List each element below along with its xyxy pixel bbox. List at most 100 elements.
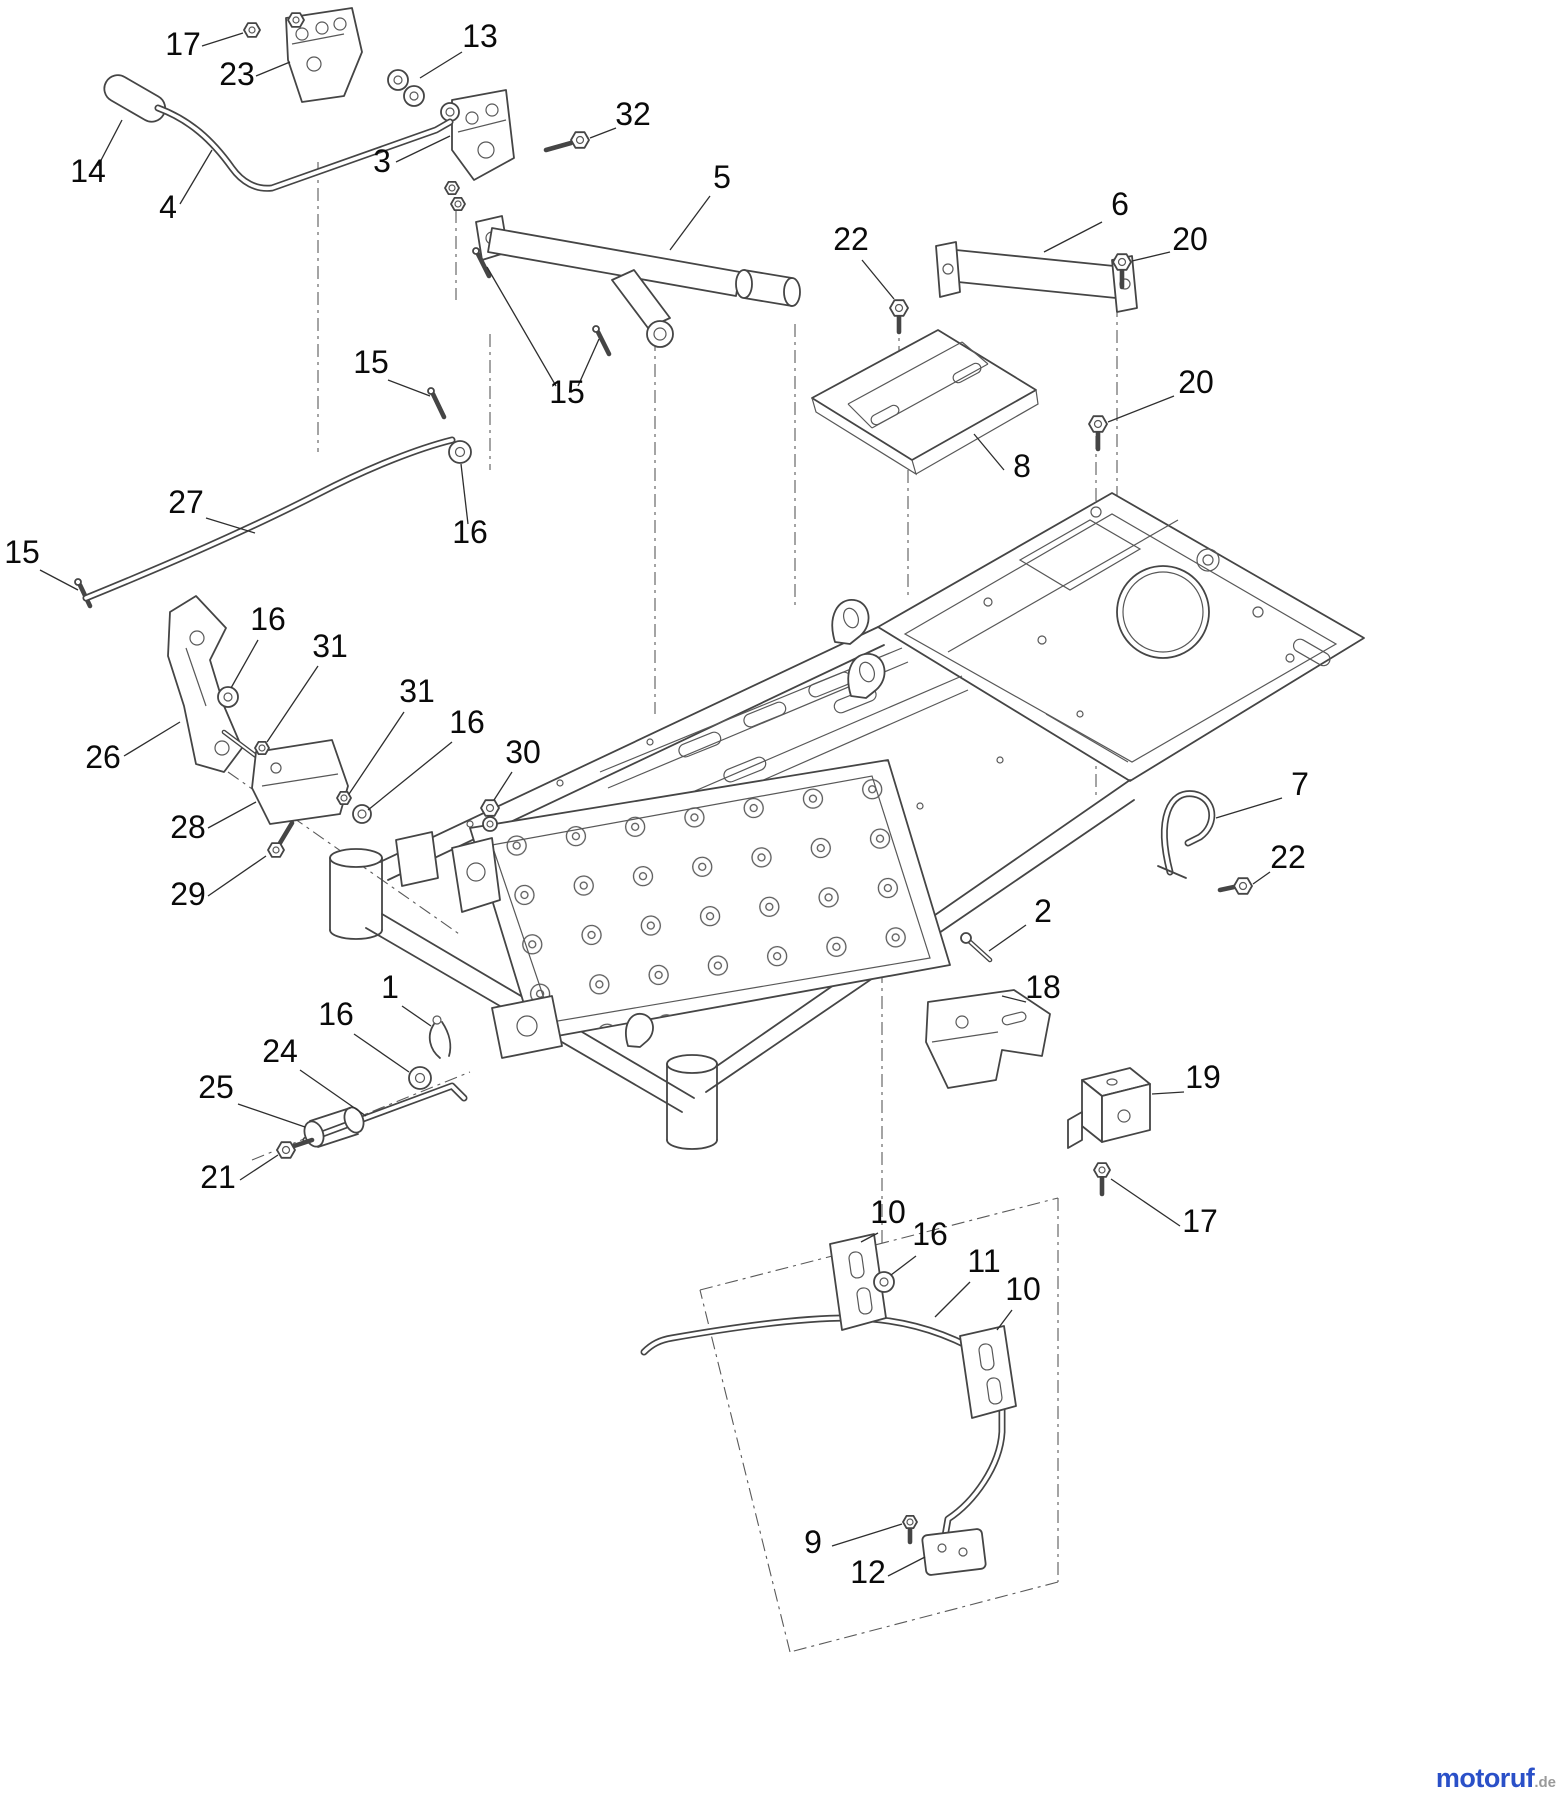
part-mount-plate-8 [811, 329, 1039, 476]
callout-leader-16 [367, 741, 453, 811]
part-washer-16-bottom [873, 1271, 895, 1293]
callout-label-18: 18 [1025, 969, 1061, 1005]
callout-label-1: 1 [381, 969, 399, 1005]
callout-label-11: 11 [967, 1243, 1000, 1279]
callout-label-32: 32 [615, 96, 651, 132]
part-pivot-bracket-5 [475, 215, 801, 348]
part-bracket-3 [440, 89, 515, 212]
callout-leader-24 [299, 1069, 367, 1117]
part-bracket-23 [285, 7, 363, 103]
callout-leader-31 [266, 665, 319, 743]
part-bracket-6 [935, 241, 1138, 313]
callout-label-23: 23 [219, 56, 255, 92]
callout-label-27: 27 [168, 484, 204, 520]
callout-leader-15 [486, 266, 557, 387]
left-caster-tube [329, 848, 383, 868]
callout-label-21: 21 [200, 1159, 236, 1195]
part-bracket-18 [925, 989, 1051, 1089]
part-bolt-17-right [1093, 1162, 1111, 1197]
exploded-parts [74, 7, 1253, 1576]
callout-leader-5 [669, 195, 711, 251]
callout-leader-3 [395, 135, 451, 163]
part-block-12 [921, 1528, 987, 1576]
callout-label-29: 29 [170, 876, 206, 912]
part-bracket-10-left [829, 1233, 887, 1331]
callout-label-22: 22 [833, 221, 869, 257]
part-bolt-21 [276, 1137, 315, 1159]
callout-leader-16 [353, 1033, 410, 1073]
callout-leader-6 [1043, 221, 1103, 253]
callout-label-25: 25 [198, 1069, 234, 1105]
callout-label-15: 15 [353, 344, 389, 380]
callout-label-20: 20 [1178, 364, 1214, 400]
callout-label-5: 5 [713, 159, 731, 195]
part-bracket-19 [1067, 1067, 1151, 1149]
callout-leader-4 [179, 149, 213, 205]
callout-leader-16 [460, 463, 469, 525]
callout-leader-9 [831, 1523, 903, 1547]
watermark-brand: motoruf [1435, 1763, 1535, 1793]
callout-label-13: 13 [462, 18, 498, 54]
callout-leader-17 [201, 32, 244, 47]
callout-label-14: 14 [70, 153, 106, 189]
callout-leader-20 [1131, 251, 1171, 262]
part-bolt-20-mid [1088, 415, 1108, 452]
part-bracket-10-right [959, 1325, 1017, 1419]
callout-leader-1 [401, 1005, 432, 1027]
callout-leader-23 [255, 61, 291, 77]
callout-leader-31 [348, 711, 405, 795]
part-rod-24 [302, 1082, 468, 1148]
callout-label-16: 16 [250, 601, 286, 637]
frame-hook [831, 599, 870, 645]
callout-label-22: 22 [1270, 839, 1306, 875]
part-brake-shaft-11 [640, 1314, 1006, 1546]
callout-label-16: 16 [912, 1216, 948, 1252]
part-handle-grip-14 [103, 74, 167, 123]
callout-leader-22 [1252, 871, 1271, 885]
callout-label-10: 10 [870, 1194, 906, 1230]
callout-leader-21 [239, 1154, 279, 1181]
callout-leader-29 [207, 855, 267, 897]
callout-label-8: 8 [1013, 448, 1031, 484]
callout-label-31: 31 [312, 628, 348, 664]
callout-label-30: 30 [505, 734, 541, 770]
callout-label-24: 24 [262, 1033, 298, 1069]
part-bolt-20-top [1112, 253, 1132, 290]
frame-hook [847, 653, 886, 699]
callout-label-17: 17 [165, 26, 201, 62]
callout-leader-7 [1215, 797, 1283, 819]
callout-leader-16 [890, 1255, 917, 1276]
part-washers-13 [387, 69, 425, 107]
part-bolt-22-top [889, 299, 909, 335]
callout-label-28: 28 [170, 809, 206, 845]
rear-deck-plate [877, 492, 1365, 782]
part-bolt-9 [902, 1515, 918, 1545]
callout-label-7: 7 [1291, 766, 1309, 802]
watermark-tld: .de [1534, 1774, 1556, 1791]
callout-label-4: 4 [159, 189, 177, 225]
callout-label-10: 10 [1005, 1271, 1041, 1307]
callout-leader-10 [860, 1232, 879, 1243]
part-bolt-29 [267, 820, 295, 858]
callout-label-15: 15 [4, 534, 40, 570]
callout-label-26: 26 [85, 739, 121, 775]
callout-leader-16 [230, 639, 259, 689]
callout-label-16: 16 [449, 704, 485, 740]
callout-leader-25 [237, 1103, 306, 1128]
part-pins-15 [74, 247, 612, 609]
callout-label-2: 2 [1034, 893, 1052, 929]
part-lever-rod-4 [154, 104, 454, 192]
part-hook-7 [1157, 790, 1216, 879]
part-brake-rod-27 [82, 436, 472, 602]
callout-leader-13 [419, 51, 463, 79]
callout-label-15: 15 [549, 374, 585, 410]
callout-label-16: 16 [318, 996, 354, 1032]
watermark: motoruf.de [1436, 1763, 1556, 1794]
callout-label-12: 12 [850, 1554, 886, 1590]
callout-leader-26 [123, 721, 181, 757]
callout-leader-15 [39, 569, 79, 591]
callout-label-19: 19 [1185, 1059, 1221, 1095]
